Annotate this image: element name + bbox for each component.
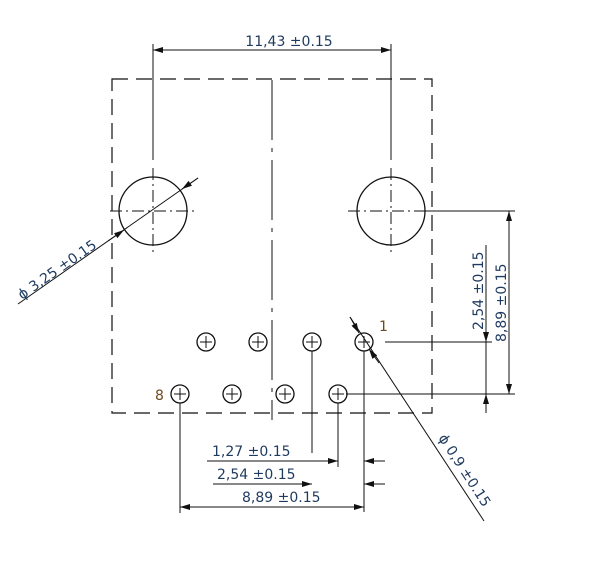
pin-label-8: 8: [155, 388, 164, 404]
dim-text-mount-to-row: 8,89 ±0.15: [494, 263, 510, 342]
dim-text-pin-stagger: 1,27 ±0.15: [212, 444, 291, 460]
pin-holes-top-row: [196, 332, 374, 352]
pin-label-1: 1: [379, 319, 388, 335]
dim-pin-stagger: 1,27 ±0.15: [207, 444, 385, 464]
dim-pin-span: 8,89 ±0.15: [180, 490, 364, 510]
pin-hole: [248, 332, 268, 352]
dim-pin-pitch: 2,54 ±0.15: [213, 467, 385, 487]
dim-mount-to-row: 8,89 ±0.15: [494, 211, 512, 394]
pin-hole: [302, 332, 322, 352]
pin-hole: [328, 384, 348, 404]
pin-hole-8: [170, 384, 190, 404]
dim-text-pin-span: 8,89 ±0.15: [242, 490, 321, 506]
dim-text-row-offset: 2,54 ±0.15: [471, 251, 487, 330]
dim-row-offset: 2,54 ±0.15: [471, 245, 489, 413]
pin-hole: [275, 384, 295, 404]
dim-text-pin-diameter: ϕ 0,9 ±0.15: [435, 431, 494, 510]
pin-holes-bottom-row: [170, 384, 348, 404]
dim-mounting-diameter: ϕ 3,25 ±0.15: [15, 177, 199, 305]
mounting-hole-right: [348, 168, 434, 254]
mounting-hole-left: [110, 168, 196, 254]
dim-mounting-spacing: 11,43 ±0.15: [152, 34, 392, 160]
dim-text-mounting-diameter: ϕ 3,25 ±0.15: [15, 237, 100, 303]
pin-hole: [222, 384, 242, 404]
dim-text-pin-pitch: 2,54 ±0.15: [217, 467, 296, 483]
dim-text-mounting-spacing: 11,43 ±0.15: [245, 34, 332, 50]
pin-hole: [196, 332, 216, 352]
component-outline: [111, 78, 433, 414]
